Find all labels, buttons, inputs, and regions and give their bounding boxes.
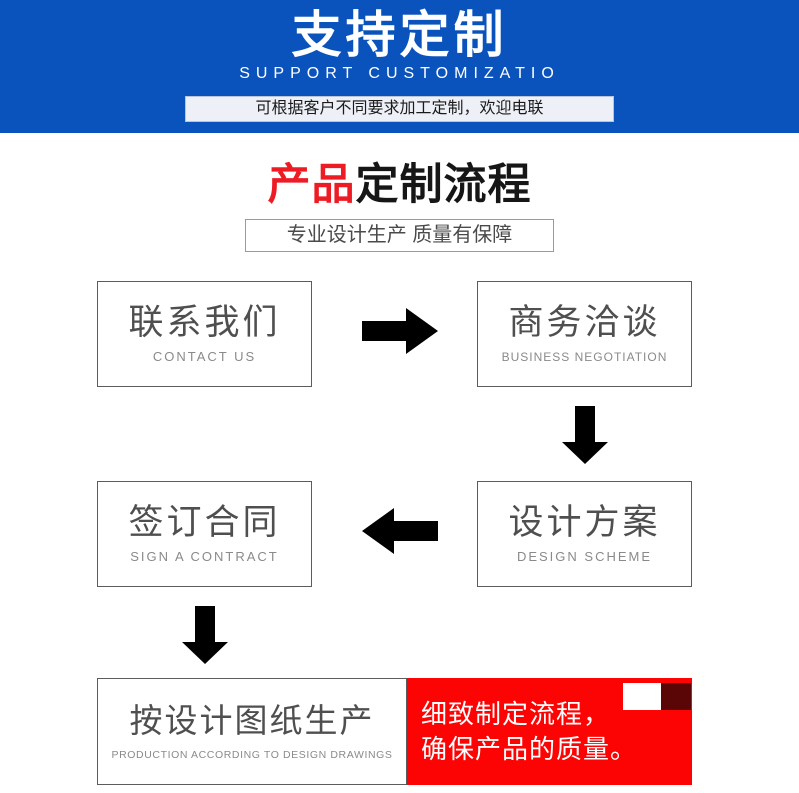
flow-step-business-negotiation[interactable]: 商务洽谈 BUSINESS NEGOTIATION: [477, 281, 692, 387]
flow-step-label-cn: 商务洽谈: [508, 303, 661, 342]
flow-step-label-cn: 签订合同: [128, 503, 281, 542]
arrow-down-icon: [179, 604, 231, 666]
quality-callout-panel: 细致制定流程， 确保产品的质量。: [407, 678, 692, 785]
header-subtitle: SUPPORT CUSTOMIZATIO: [239, 65, 560, 82]
arrow-right-icon: [360, 305, 440, 357]
arrow-left-icon: [360, 505, 440, 557]
page-title-highlight: 产品: [267, 161, 356, 209]
flow-step-sign-contract[interactable]: 签订合同 SIGN A CONTRACT: [97, 481, 312, 587]
page-title: 产品定制流程: [0, 150, 799, 212]
header-banner-section: 支持定制 SUPPORT CUSTOMIZATIO 可根据客户不同要求加工定制，…: [0, 0, 799, 133]
flow-step-label-en: CONTACT US: [152, 349, 257, 364]
decorative-square-dark: [661, 683, 691, 710]
arrow-down-icon: [559, 404, 611, 466]
flow-step-label-en: SIGN A CONTRACT: [130, 549, 279, 564]
flow-step-label-en: PRODUCTION ACCORDING TO DESIGN DRAWINGS: [111, 748, 393, 761]
decorative-square-white: [623, 683, 661, 710]
flow-step-contact-us[interactable]: 联系我们 CONTACT US: [97, 281, 312, 387]
flow-step-label-cn: 按设计图纸生产: [129, 701, 375, 739]
header-callout-banner: 可根据客户不同要求加工定制，欢迎电联: [185, 96, 614, 122]
header-title: 支持定制: [291, 7, 508, 63]
page-title-rest: 定制流程: [355, 161, 532, 209]
page-subtitle-box: 专业设计生产 质量有保障: [245, 219, 554, 252]
flow-step-design-scheme[interactable]: 设计方案 DESIGN SCHEME: [477, 481, 692, 587]
flow-step-production[interactable]: 按设计图纸生产 PRODUCTION ACCORDING TO DESIGN D…: [97, 678, 407, 785]
flow-step-label-cn: 设计方案: [508, 503, 661, 542]
flow-step-label-cn: 联系我们: [128, 303, 281, 342]
flow-step-label-en: BUSINESS NEGOTIATION: [501, 350, 668, 364]
callout-line-2: 确保产品的质量。: [421, 734, 638, 764]
flow-step-label-en: DESIGN SCHEME: [516, 549, 653, 564]
callout-line-1: 细致制定流程，: [421, 699, 611, 729]
